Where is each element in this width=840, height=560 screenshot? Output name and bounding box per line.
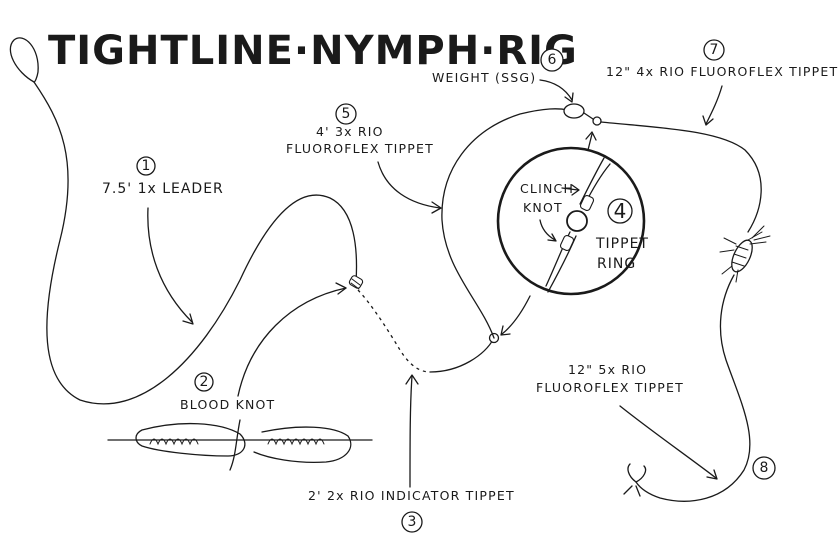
- fluoroflex-3x-line: [429, 337, 495, 373]
- label-tippet: TIPPET: [595, 236, 649, 252]
- arrow-weight: [539, 79, 573, 101]
- badge-4-number: 4: [614, 199, 627, 223]
- label-5x-line1: 12" 5x RIO: [568, 362, 647, 377]
- arrow-4x: [705, 85, 723, 125]
- nymph-fly-icon: [719, 225, 771, 283]
- weight-to-ring: [583, 112, 594, 120]
- badge-6-number: 6: [548, 52, 557, 68]
- label-3x-line2: FLUOROFLEX TIPPET: [286, 141, 434, 156]
- point-fly-icon: [623, 463, 647, 497]
- arrow-5x: [619, 405, 717, 479]
- fluoroflex-4x-line: [600, 121, 762, 233]
- badge-5: [335, 103, 357, 125]
- indicator-tippet: [357, 289, 431, 373]
- arrow-blood-knot: [237, 287, 347, 397]
- leader-line: [33, 81, 358, 405]
- badge-8: [752, 456, 776, 480]
- leader-loop: [9, 37, 39, 83]
- arrow-indicator: [409, 375, 413, 488]
- label-ring: RING: [597, 256, 636, 272]
- label-5x-line2: FLUOROFLEX TIPPET: [536, 380, 684, 395]
- label-indicator-tippet: 2' 2x RIO INDICATOR TIPPET: [308, 488, 515, 503]
- blood-knot-detail: [107, 419, 373, 471]
- badge-7: [703, 39, 725, 61]
- split-shot-ring: [592, 116, 602, 126]
- badge-3: [401, 511, 423, 533]
- diagram-title: TIGHTLINE·NYMPH·RIG: [48, 28, 578, 74]
- badge-3-number: 3: [408, 514, 417, 530]
- badge-5-number: 5: [342, 106, 351, 122]
- badge-7-number: 7: [710, 42, 719, 58]
- arrow-leader: [147, 207, 193, 323]
- arrow-knot: [539, 219, 556, 241]
- badge-8-number: 8: [760, 460, 769, 476]
- badge-1: [136, 156, 156, 176]
- label-clinch: CLINCH: [520, 181, 574, 196]
- fluoroflex-3x-upper: [441, 108, 569, 339]
- badge-1-number: 1: [142, 158, 151, 174]
- blood-knot-wraps: [350, 278, 361, 290]
- fluoroflex-5x-line: [635, 274, 751, 502]
- label-3x-line1: 4' 3x RIO: [316, 124, 384, 139]
- arrow-ring-up: [587, 133, 593, 151]
- tippet-ring-zoom: [496, 146, 646, 296]
- arrow-3x: [377, 161, 441, 209]
- label-blood-knot: BLOOD KNOT: [180, 397, 275, 412]
- label-4x: 12" 4x RIO FLUOROFLEX TIPPET: [606, 64, 838, 79]
- arrow-clinch: [561, 187, 579, 191]
- badge-2: [194, 372, 214, 392]
- label-knot: KNOT: [523, 200, 563, 215]
- label-leader: 7.5' 1x LEADER: [102, 181, 224, 197]
- badge-4: [607, 198, 633, 224]
- badge-6: [540, 48, 564, 72]
- badge-2-number: 2: [200, 374, 209, 390]
- label-weight: WEIGHT (SSG): [432, 70, 536, 85]
- split-shot-weight: [563, 103, 585, 119]
- arrow-ring-down: [501, 295, 531, 335]
